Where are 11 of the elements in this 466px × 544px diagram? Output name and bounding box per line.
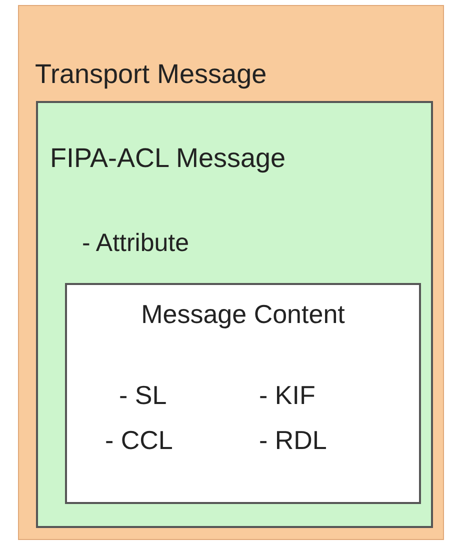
language-item: - KIF [259,382,316,408]
outer-container-box [18,5,444,540]
inner-container-box [36,101,433,528]
content-box [65,283,421,504]
language-item: - CCL [105,427,173,453]
language-item: - RDL [259,427,327,453]
container-heading: FIPA-ACL Message [50,145,286,172]
container-heading: Transport Message [35,61,267,88]
language-item: - SL [119,382,167,408]
content-heading: Message Content [141,301,345,327]
attribute-item: - Attribute [82,231,189,256]
